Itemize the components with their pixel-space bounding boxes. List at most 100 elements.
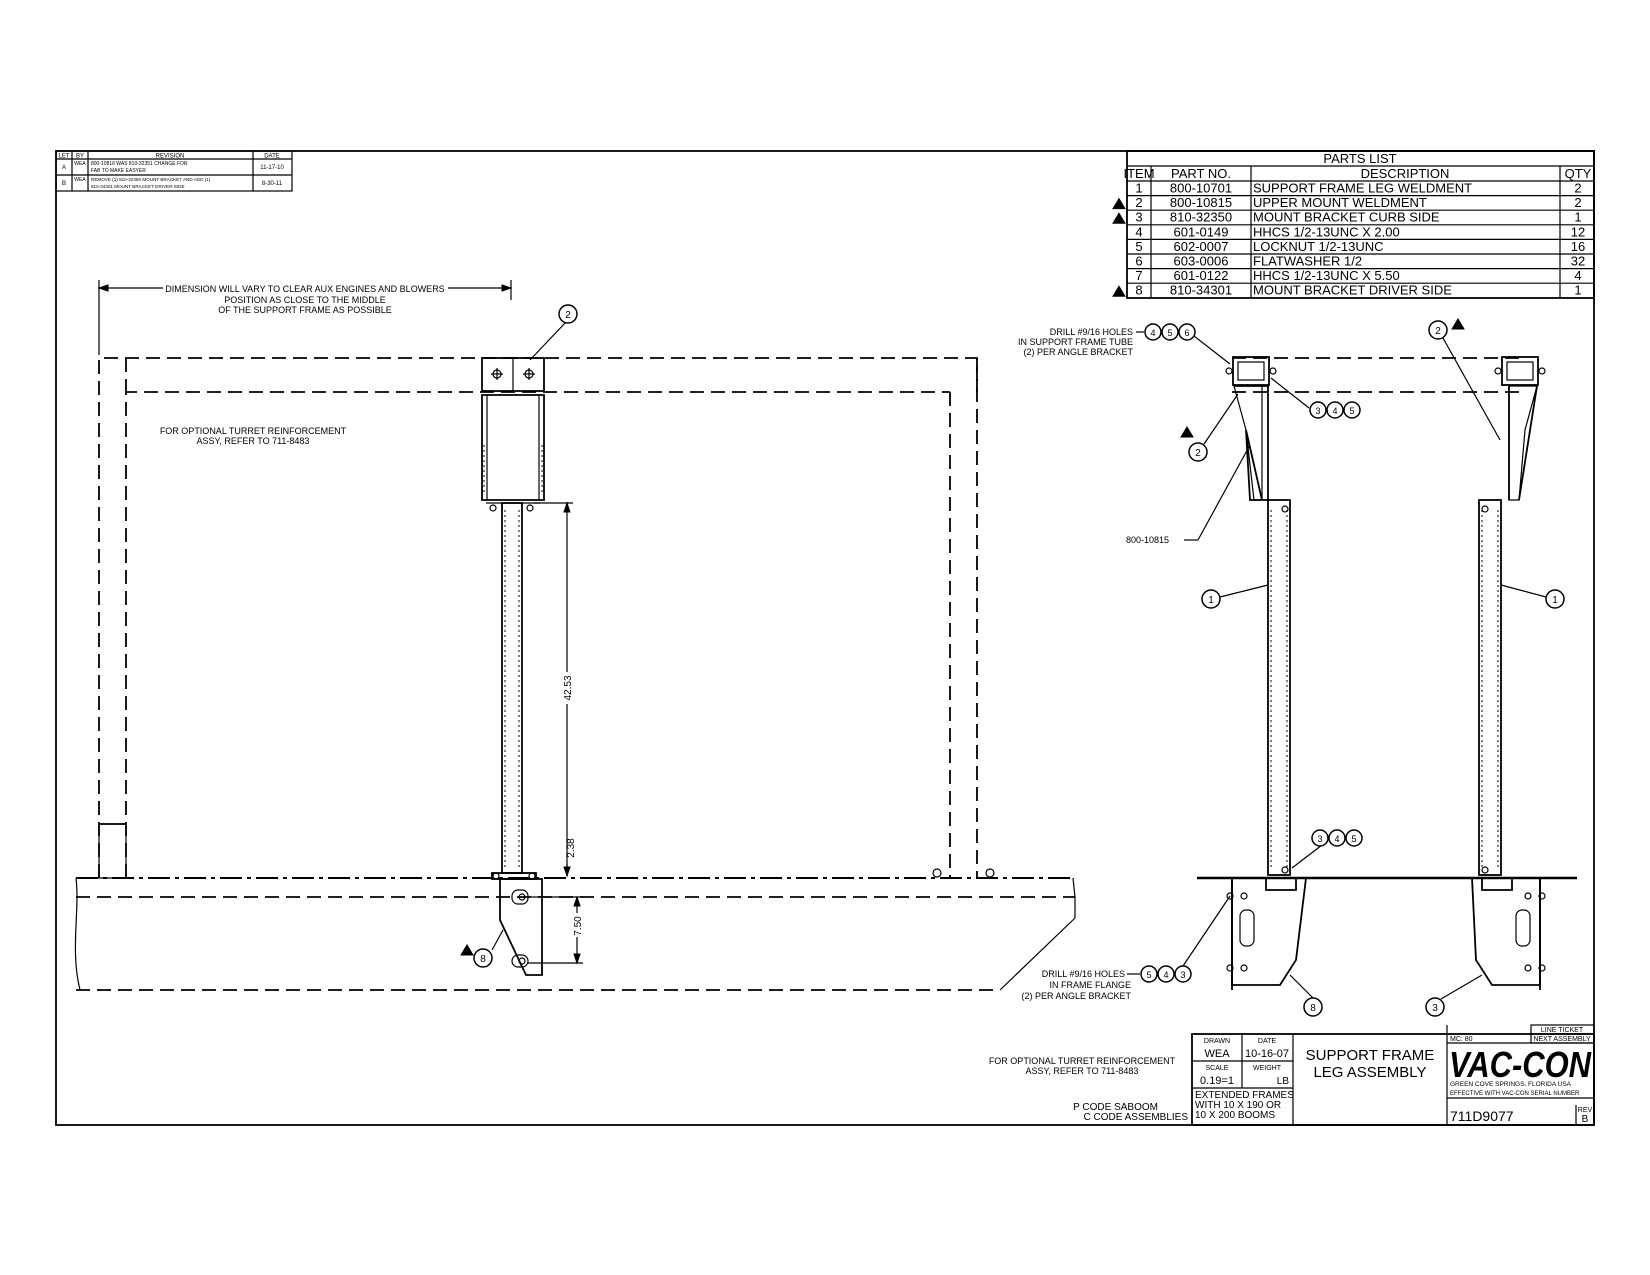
drill-top-line-2: IN SUPPORT FRAME TUBE xyxy=(1018,337,1133,347)
turret-note-bottom-1: FOR OPTIONAL TURRET REINFORCEMENT xyxy=(989,1056,1176,1066)
weight-label: WEIGHT xyxy=(1253,1065,1282,1072)
revision-triangle-icon xyxy=(1112,197,1126,210)
company-logo: VAC-CON xyxy=(1449,1044,1592,1085)
balloon-item-2-side xyxy=(558,304,578,324)
parts-row-part-number: 810-34301 xyxy=(1170,283,1232,298)
parts-row-description: FLATWASHER 1/2 xyxy=(1253,254,1362,269)
pcode-line-2: C CODE ASSEMBLIES xyxy=(1084,1112,1189,1123)
dimension-note-line-2: POSITION AS CLOSE TO THE MIDDLE xyxy=(224,295,386,305)
rev-b-text-2: 810-34301 MOUNT BRACKET DRIVER SIDE xyxy=(91,184,185,189)
balloon-item-2-right xyxy=(1428,320,1448,340)
upper-mount-box xyxy=(481,394,545,501)
date-value: 10-16-07 xyxy=(1245,1048,1289,1060)
parts-row-part-number: 603-0006 xyxy=(1174,254,1229,269)
company-location: GREEN COVE SPRINGS, FLORIDA USA xyxy=(1450,1081,1572,1088)
parts-row-qty: 1 xyxy=(1574,283,1581,298)
svg-text:4: 4 xyxy=(1150,328,1155,338)
parts-row-description: HHCS 1/2-13UNC X 5.50 xyxy=(1253,268,1400,283)
parts-row-qty: 2 xyxy=(1574,195,1581,210)
revision-triangle-icon xyxy=(1112,285,1126,297)
svg-text:8: 8 xyxy=(1310,1003,1316,1014)
dimension-note-line-3: OF THE SUPPORT FRAME AS POSSIBLE xyxy=(218,305,392,315)
support-leg xyxy=(501,502,523,874)
balloon-item-5-bottom xyxy=(1140,965,1158,983)
svg-text:5: 5 xyxy=(1167,328,1172,338)
balloon-item-5-lower xyxy=(1345,829,1363,847)
rev-a-text-1: 800-10816 WAS 810-32351 CHANGE FOR xyxy=(91,161,188,167)
parts-header-qty: QTY xyxy=(1565,166,1592,181)
svg-text:2: 2 xyxy=(1195,448,1201,459)
parts-row-part-number: 602-0007 xyxy=(1174,239,1229,254)
parts-list-title: PARTS LIST xyxy=(1323,151,1396,166)
balloon-item-6-top xyxy=(1178,323,1196,341)
mount-bracket-left xyxy=(1231,877,1308,986)
part-callout-label: 800-10815 xyxy=(1126,535,1169,545)
frame-tube-left xyxy=(1232,356,1270,386)
balloon-item-1-left xyxy=(1201,589,1221,609)
drawing-title-line-1: SUPPORT FRAME xyxy=(1306,1047,1435,1064)
turret-note-bottom-2: ASSY, REFER TO 711-8483 xyxy=(1026,1066,1139,1076)
drawn-label: DRAWN xyxy=(1204,1038,1230,1045)
support-leg-left xyxy=(1267,499,1291,876)
svg-text:3: 3 xyxy=(1317,834,1322,844)
pcode-line-1: P CODE SABOOM xyxy=(1073,1102,1158,1113)
rev-b-by: WEA xyxy=(74,177,86,183)
parts-header-partno: PART NO. xyxy=(1171,166,1231,181)
rev-b-date: 8-30-11 xyxy=(262,181,283,187)
svg-text:8: 8 xyxy=(480,954,486,965)
rev-a-text-2: FAB TO MAKE EASYER xyxy=(91,168,146,174)
dimension-label-leg: 42.53 xyxy=(563,675,574,700)
balloon-item-4-mid xyxy=(1326,401,1344,419)
balloon-item-4-top xyxy=(1144,323,1162,341)
balloon-item-3-end xyxy=(1425,997,1445,1017)
rev-value: B xyxy=(1582,1114,1589,1125)
svg-text:1: 1 xyxy=(1208,595,1214,606)
balloon-item-8 xyxy=(473,948,493,968)
dimension-label-base: 2.38 xyxy=(566,838,577,858)
turret-note-line-2: ASSY, REFER TO 711-8483 xyxy=(197,436,310,446)
parts-row-part-number: 601-0149 xyxy=(1174,224,1229,239)
dimension-note-line-1: DIMENSION WILL VARY TO CLEAR AUX ENGINES… xyxy=(165,284,444,294)
svg-text:4: 4 xyxy=(1163,970,1168,980)
extended-line-3: 10 X 200 BOOMS xyxy=(1195,1110,1275,1121)
rev-header-revision: REVISION xyxy=(156,154,185,160)
parts-row-qty: 2 xyxy=(1574,181,1581,196)
revision-triangle-icon xyxy=(1112,212,1126,224)
sheet-border xyxy=(55,150,1595,1126)
mount-bracket-driver-side xyxy=(499,878,543,976)
parts-row-description: LOCKNUT 1/2-13UNC xyxy=(1253,239,1384,254)
drill-top-line-3: (2) PER ANGLE BRACKET xyxy=(1023,347,1133,357)
balloon-item-2-left xyxy=(1188,442,1208,462)
svg-text:2: 2 xyxy=(1435,326,1441,337)
support-leg-right xyxy=(1478,499,1502,876)
rev-header-date: DATE xyxy=(264,154,280,160)
parts-row-item: 1 xyxy=(1135,181,1142,196)
line-ticket-label: LINE TICKET xyxy=(1541,1027,1584,1034)
svg-text:3: 3 xyxy=(1180,970,1185,980)
parts-row-description: UPPER MOUNT WELDMENT xyxy=(1253,195,1427,210)
extended-line-1: EXTENDED FRAMES xyxy=(1195,1090,1294,1101)
parts-row-description: SUPPORT FRAME LEG WELDMENT xyxy=(1253,181,1472,196)
effective-serial-note: EFFECTIVE WITH VAC-CON SERIAL NUMBER xyxy=(1450,1091,1580,1097)
parts-row-qty: 1 xyxy=(1574,210,1581,225)
svg-text:3: 3 xyxy=(1432,1003,1438,1014)
revision-block: LET BY REVISION DATE A WEA 800-10816 WAS… xyxy=(55,150,293,192)
drawing-number: 711D9077 xyxy=(1450,1108,1514,1124)
turret-note-line-1: FOR OPTIONAL TURRET REINFORCEMENT xyxy=(160,426,347,436)
rev-a-by: WEA xyxy=(74,161,86,167)
svg-text:4: 4 xyxy=(1334,834,1339,844)
parts-row-part-number: 800-10701 xyxy=(1170,181,1232,196)
revision-triangle-icon xyxy=(1451,318,1465,330)
drawn-value: WEA xyxy=(1204,1048,1230,1060)
dimension-label-bracket: 7.50 xyxy=(573,916,584,936)
parts-row-description: HHCS 1/2-13UNC X 2.00 xyxy=(1253,224,1400,239)
parts-row-item: 5 xyxy=(1135,239,1142,254)
drill-bottom-line-3: (2) PER ANGLE BRACKET xyxy=(1021,991,1131,1001)
balloon-item-5-mid xyxy=(1343,401,1361,419)
mc-code: MC: 80 xyxy=(1450,1036,1473,1043)
parts-row-item: 4 xyxy=(1135,224,1142,239)
svg-text:4: 4 xyxy=(1332,406,1337,416)
balloon-item-5-top xyxy=(1161,323,1179,341)
parts-row-qty: 32 xyxy=(1571,254,1585,269)
parts-list: PARTS LIST ITEM PART NO. DESCRIPTION QTY… xyxy=(1112,150,1595,299)
